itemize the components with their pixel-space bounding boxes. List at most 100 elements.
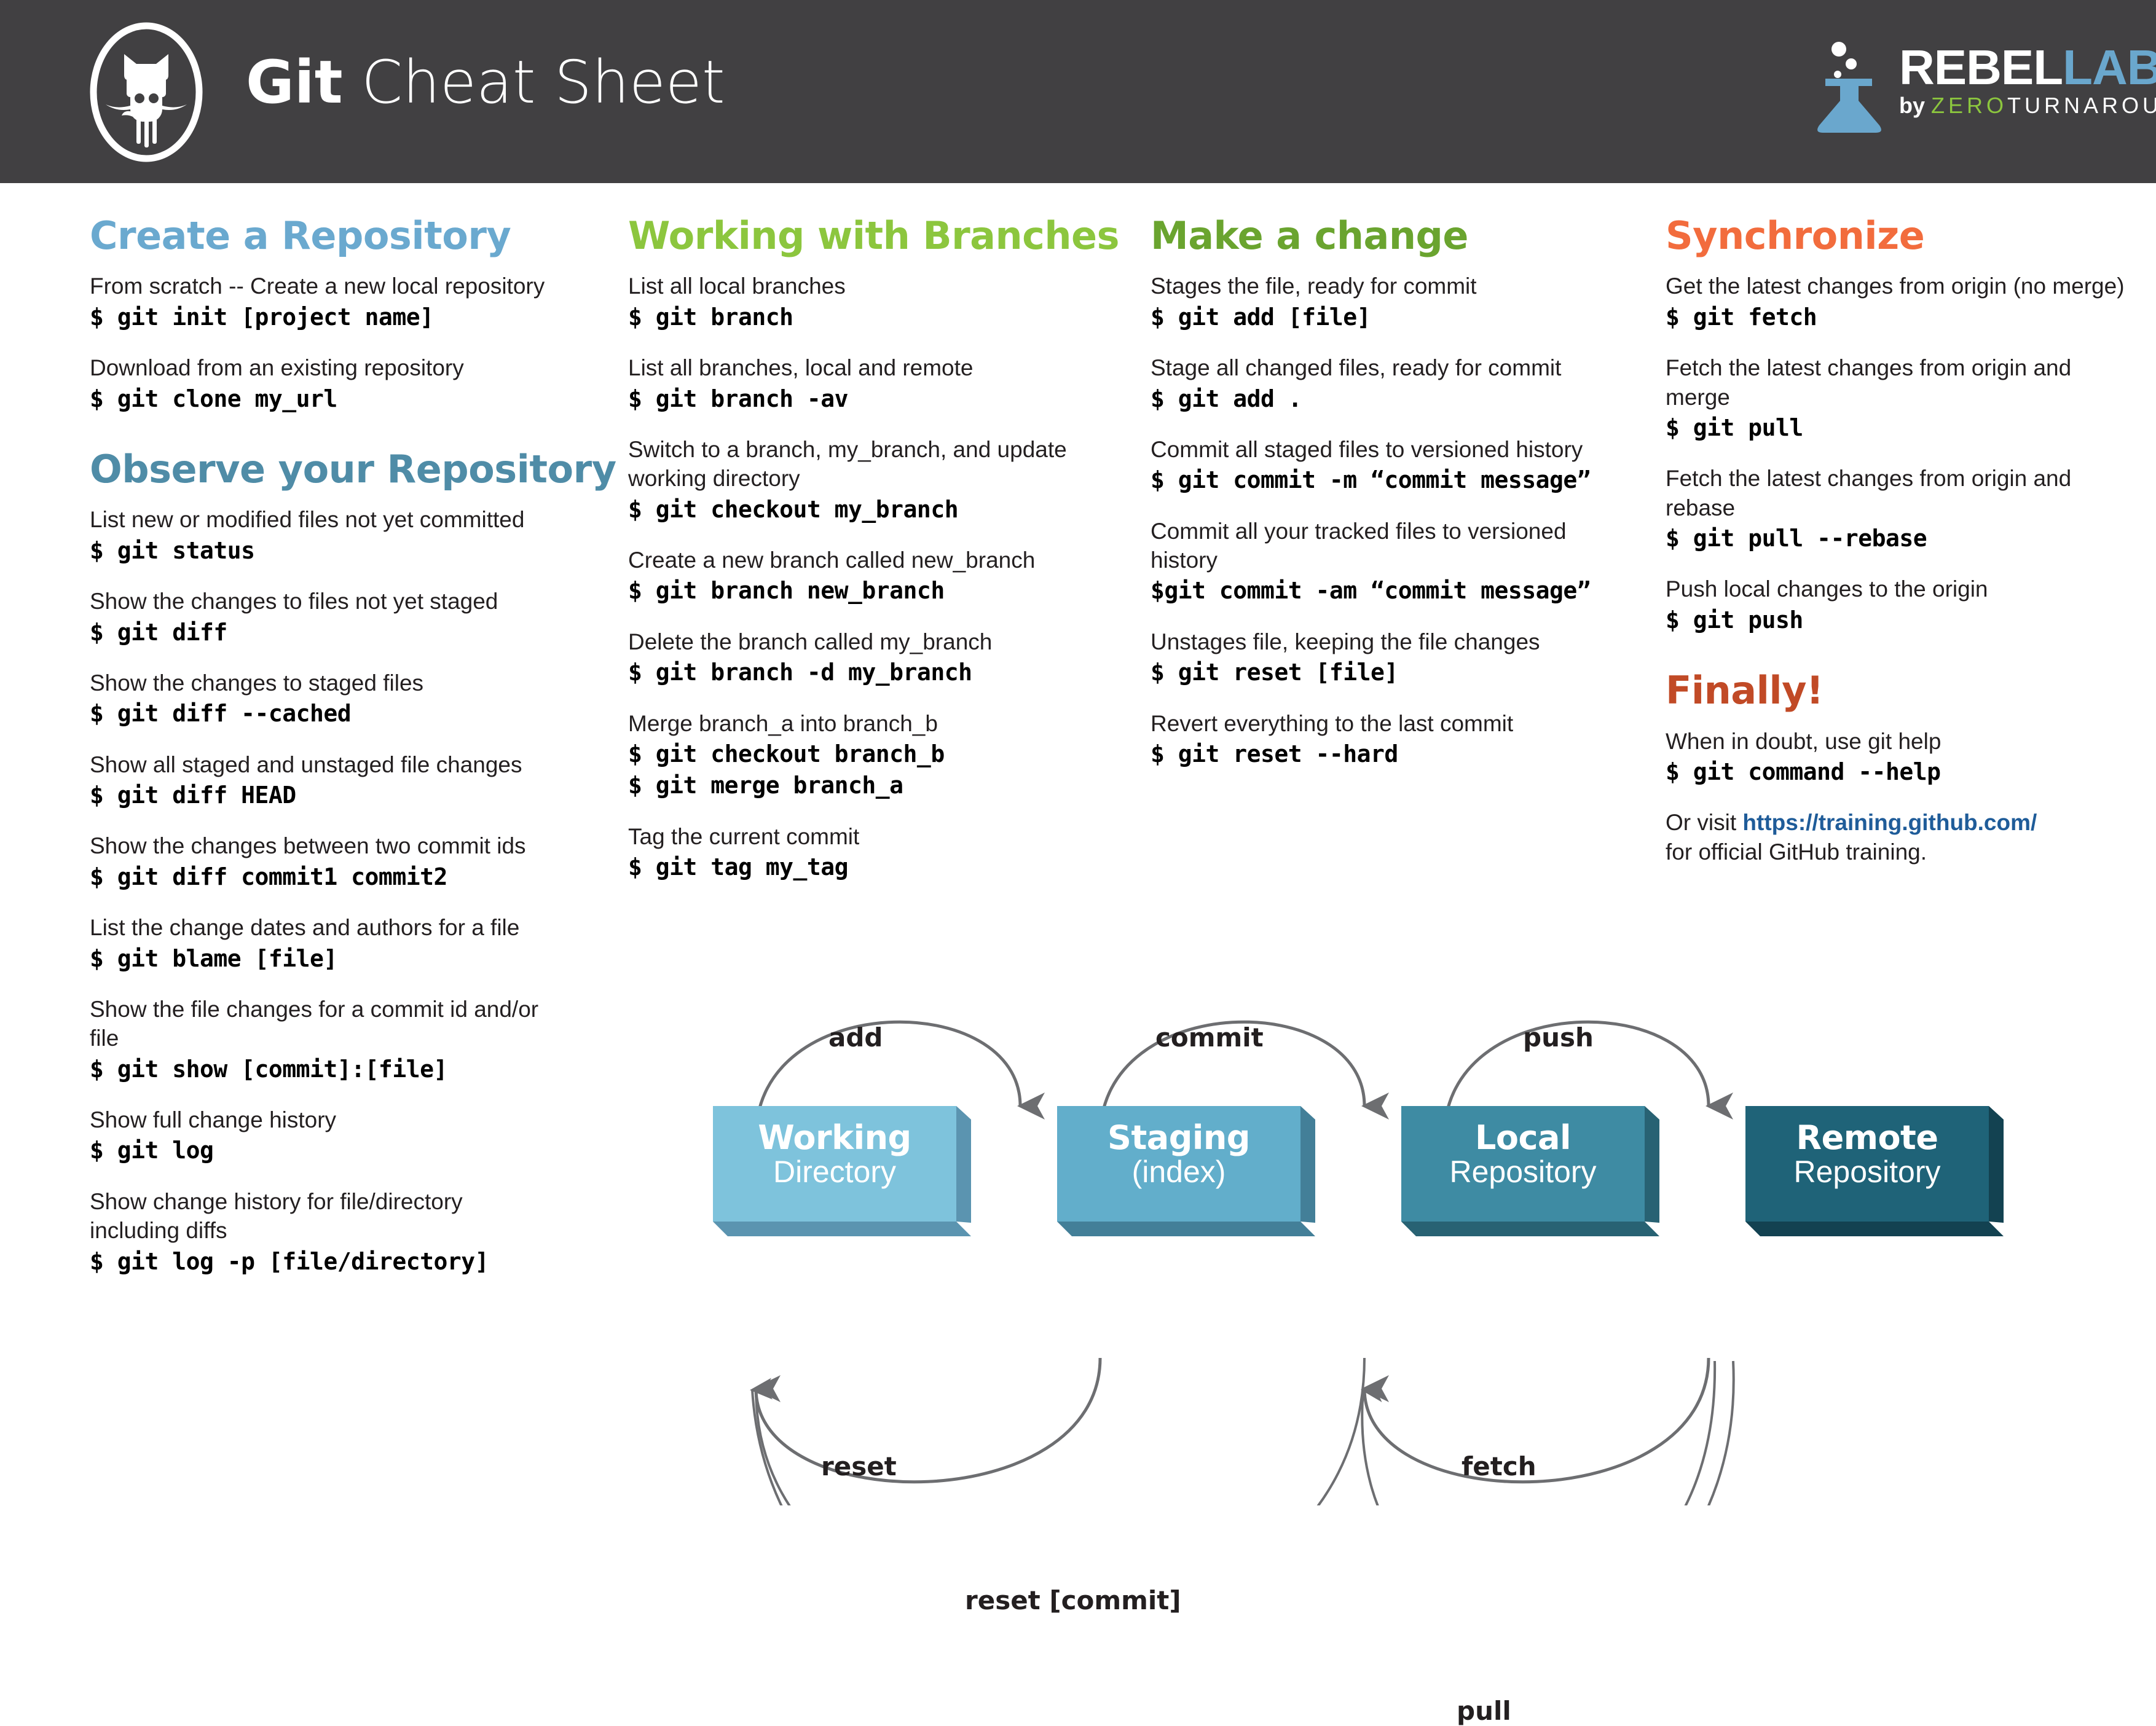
entry-description: List all local branches — [628, 273, 846, 299]
entry-description: When in doubt, use git help — [1666, 728, 1942, 754]
entry-command: $ git log -p [file/directory] — [90, 1247, 489, 1275]
entry-git-push: Push local changes to the origin $ git p… — [1666, 575, 2133, 635]
entry-description: Create a new branch called new_branch — [628, 547, 1036, 573]
section-heading-finally: Finally! — [1666, 668, 1824, 713]
entry-description: Push local changes to the origin — [1666, 576, 1988, 602]
entry-command: $ git show [commit]:[file] — [90, 1055, 447, 1083]
entry-description: Show change history for file/directory i… — [90, 1188, 463, 1244]
diagram-box-working-directory: Working Directory — [713, 1106, 971, 1236]
flask-icon — [1813, 41, 1893, 133]
entry-description: Show the changes to files not yet staged — [90, 589, 498, 614]
entry-command: $ git add . — [1151, 385, 1302, 412]
entry-git-branch-new: Create a new branch called new_branch $ … — [628, 546, 1095, 606]
section-heading-synchronize: Synchronize — [1666, 213, 1925, 258]
arrow-label-add: add — [828, 1022, 883, 1053]
entry-command: $ git branch new_branch — [628, 577, 945, 605]
column-branches: Working with Branches List all local bra… — [628, 216, 1119, 903]
entry-command: $ git checkout branch_b — [628, 740, 945, 767]
entry-description: Commit all staged files to versioned his… — [1151, 436, 1583, 462]
box-title: Staging — [1108, 1118, 1250, 1157]
entry-git-commit-am: Commit all your tracked files to version… — [1151, 517, 1618, 606]
entry-git-checkout: Switch to a branch, my_branch, and updat… — [628, 435, 1095, 525]
entry-description: Stage all changed files, ready for commi… — [1151, 355, 1562, 381]
entry-command: $ git reset --hard — [1151, 740, 1398, 767]
column-make-a-change: Make a change Stages the file, ready for… — [1151, 216, 1618, 790]
entry-description: Download from an existing repository — [90, 355, 464, 381]
entry-command: $ git pull --rebase — [1666, 525, 1927, 552]
arrow-label-fetch: fetch — [1462, 1451, 1536, 1481]
box-title: Local — [1475, 1118, 1571, 1157]
entry-command: $ git diff — [90, 618, 227, 646]
page-title: Git Cheat Sheet — [246, 53, 725, 112]
entry-description: Stages the file, ready for commit — [1151, 273, 1477, 299]
entry-description: From scratch -- Create a new local repos… — [90, 273, 545, 299]
arrow-commit — [1098, 1020, 1390, 1137]
brand-zero: ZERO — [1931, 93, 2008, 118]
entry-git-diff-head: Show all staged and unstaged file change… — [90, 750, 557, 811]
section-heading-create-a-repository: Create a Repository — [90, 213, 511, 258]
entry-command: $git commit -am “commit message” — [1151, 577, 1591, 605]
entry-git-pull: Fetch the latest changes from origin and… — [1666, 353, 2133, 443]
brand-turnaround: TURNAROUND — [2007, 93, 2156, 118]
entry-description: Show the changes to staged files — [90, 670, 424, 696]
entry-command: $ git reset [file] — [1151, 659, 1398, 686]
entry-description: List all branches, local and remote — [628, 355, 974, 381]
entry-command: $ git blame [file] — [90, 944, 337, 972]
entry-description: Merge branch_a into branch_b — [628, 710, 938, 736]
page-title-light: Cheat Sheet — [342, 48, 725, 117]
entry-git-help: When in doubt, use git help $ git comman… — [1666, 727, 2133, 788]
box-subtitle: Repository — [1793, 1155, 1941, 1190]
entry-description: Fetch the latest changes from origin and… — [1666, 355, 2072, 410]
arrow-label-reset: reset — [821, 1451, 897, 1481]
entry-git-diff: Show the changes to files not yet staged… — [90, 587, 557, 648]
entry-description: Revert everything to the last commit — [1151, 710, 1514, 736]
arrow-reset-commit — [753, 1357, 1366, 1505]
training-link-suffix: for official GitHub training. — [1666, 839, 1927, 865]
entry-command: $ git fetch — [1666, 303, 1817, 331]
entry-git-blame: List the change dates and authors for a … — [90, 913, 557, 974]
entry-description: Commit all your tracked files to version… — [1151, 518, 1567, 573]
entry-description: Delete the branch called my_branch — [628, 629, 993, 654]
entry-description: Show the changes between two commit ids — [90, 833, 526, 859]
training-link[interactable]: https://training.github.com/ — [1742, 810, 2037, 836]
entry-git-commit-m: Commit all staged files to versioned his… — [1151, 435, 1618, 496]
entry-git-reset-hard: Revert everything to the last commit $ g… — [1151, 709, 1618, 770]
entry-git-pull-rebase: Fetch the latest changes from origin and… — [1666, 464, 2133, 554]
entry-command: $ git command --help — [1666, 758, 1941, 786]
entry-git-add-file: Stages the file, ready for commit $ git … — [1151, 272, 1618, 332]
arrow-label-push: push — [1523, 1022, 1594, 1053]
entry-command-second: $ git merge branch_a — [628, 772, 903, 799]
diagram-box-remote-repository: Remote Repository — [1745, 1106, 2004, 1236]
training-link-prefix: Or visit — [1666, 810, 1743, 836]
entry-command: $ git log — [90, 1137, 214, 1164]
entry-command: $ git add [file] — [1151, 303, 1371, 331]
entry-git-fetch: Get the latest changes from origin (no m… — [1666, 272, 2133, 332]
entry-description: Show full change history — [90, 1107, 337, 1133]
entry-git-log-p: Show change history for file/directory i… — [90, 1187, 557, 1277]
column-synchronize-finally: Synchronize Get the latest changes from … — [1666, 216, 2133, 887]
entry-command: $ git clone my_url — [90, 385, 337, 412]
box-title: Working — [758, 1118, 911, 1157]
brand-rebel: REBEL — [1899, 40, 2063, 95]
entry-description: Fetch the latest changes from origin and… — [1666, 466, 2072, 520]
arrow-pull-long — [750, 1360, 1735, 1505]
entry-git-merge: Merge branch_a into branch_b $ git check… — [628, 709, 1095, 801]
section-heading-make-a-change: Make a change — [1151, 213, 1468, 258]
entry-command: $ git branch — [628, 303, 793, 331]
diagram-box-staging-index: Staging (index) — [1057, 1106, 1315, 1236]
arrow-label-reset-commit: reset [commit] — [965, 1585, 1181, 1615]
box-subtitle: Repository — [1449, 1155, 1597, 1190]
brand-by: by — [1899, 93, 1932, 118]
entry-command: $ git branch -av — [628, 385, 849, 412]
entry-git-reset-file: Unstages file, keeping the file changes … — [1151, 627, 1618, 688]
arrow-add — [754, 1020, 1045, 1137]
entry-command: $ git init [project name] — [90, 303, 434, 331]
entry-git-log: Show full change history $ git log — [90, 1105, 557, 1166]
entry-git-add-all: Stage all changed files, ready for commi… — [1151, 353, 1618, 414]
entry-description: Switch to a branch, my_branch, and updat… — [628, 436, 1067, 492]
entry-git-show: Show the file changes for a commit id an… — [90, 995, 557, 1085]
entry-description: Show all staged and unstaged file change… — [90, 751, 522, 777]
arrow-reset — [753, 1357, 1102, 1484]
entry-git-init: From scratch -- Create a new local repos… — [90, 272, 557, 332]
diagram-box-local-repository: Local Repository — [1401, 1106, 1659, 1236]
